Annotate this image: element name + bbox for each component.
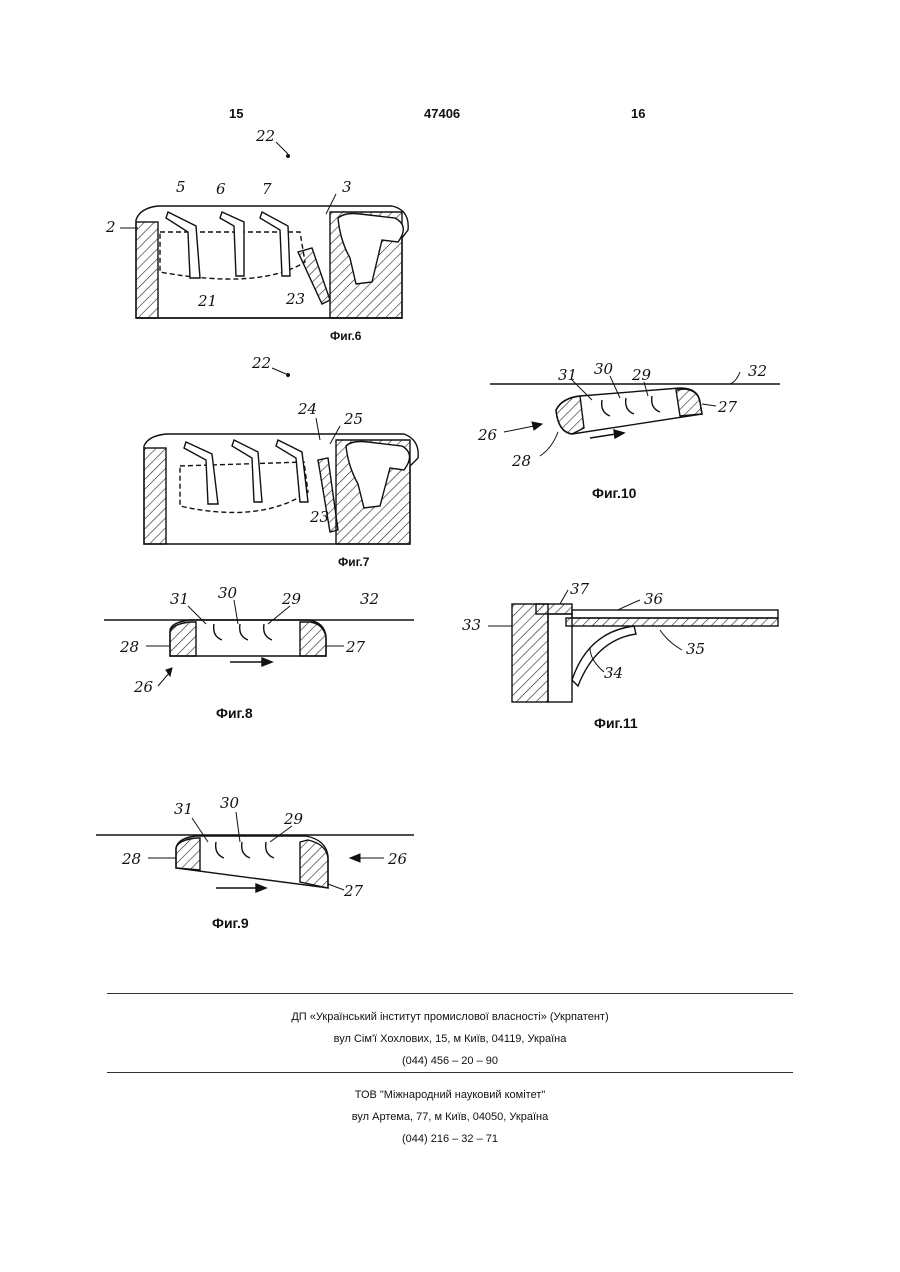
figure-8-labels: 31 30 29 32 28 27 26 Фиг.8 [119,584,379,721]
fig6-label-7: 7 [262,180,272,198]
fig10-label-26: 26 [477,426,498,444]
figure-9-labels: 31 30 29 28 26 27 Фиг.9 [121,794,408,931]
fig9-label-29: 29 [283,810,304,828]
footer-rule-top [107,993,793,994]
figure-8 [104,620,414,666]
fig7-label-22: 22 [251,354,271,372]
fig8-label-31: 31 [170,590,189,608]
footer-block-1: ДП «Український інститут промислової вла… [0,1006,900,1072]
fig11-label-35: 35 [686,640,705,658]
figure-7 [144,434,418,544]
fig9-label-27: 27 [343,882,364,900]
fig10-label-31: 31 [558,366,577,384]
fig8-label-30: 30 [218,584,238,602]
figure-10-labels: 31 30 29 32 27 26 28 Фиг.10 [477,360,767,501]
footer-address-1: вул Сім'ї Хохлових, 15, м Київ, 04119, У… [0,1028,900,1050]
fig6-label-23: 23 [285,290,305,308]
fig8-label-26: 26 [133,678,154,696]
fig8-label-28: 28 [119,638,139,656]
footer-rule-middle [107,1072,793,1073]
fig6-label-3: 3 [342,178,352,196]
fig6-label-21: 21 [197,292,217,310]
fig7-label-25: 25 [343,410,363,428]
fig9-label-26: 26 [387,850,408,868]
fig9-label-28: 28 [121,850,141,868]
fig7-caption: Фиг.7 [338,555,370,569]
fig10-label-27: 27 [717,398,738,416]
footer-block-2: ТОВ "Міжнародний науковий комітет" вул А… [0,1084,900,1150]
fig9-label-30: 30 [220,794,240,812]
figure-9 [96,835,414,892]
fig10-label-28: 28 [511,452,531,470]
fig11-label-36: 36 [644,590,664,608]
fig6-caption: Фиг.6 [330,329,362,343]
footer-phone-1: (044) 456 – 20 – 90 [0,1050,900,1072]
fig10-caption: Фиг.10 [592,485,637,501]
fig6-label-22: 22 [255,127,275,145]
fig10-label-30: 30 [594,360,614,378]
fig11-caption: Фиг.11 [594,715,638,731]
fig8-label-27: 27 [345,638,366,656]
figure-11 [512,604,778,702]
footer-org-1: ДП «Український інститут промислової вла… [0,1006,900,1028]
fig9-caption: Фиг.9 [212,915,249,931]
patent-drawings: 22 5 6 7 3 2 21 23 Фиг.6 22 24 25 23 Фиг… [0,0,900,960]
fig10-label-29: 29 [631,366,652,384]
fig9-label-31: 31 [174,800,193,818]
fig8-label-32: 32 [360,590,379,608]
fig8-caption: Фиг.8 [216,705,253,721]
fig7-label-23: 23 [309,508,329,526]
fig11-label-33: 33 [462,616,481,634]
fig6-label-6: 6 [216,180,226,198]
figure-6 [136,206,408,318]
footer-address-2: вул Артема, 77, м Київ, 04050, Україна [0,1106,900,1128]
fig8-label-29: 29 [281,590,302,608]
fig10-label-32: 32 [748,362,767,380]
fig6-label-5: 5 [176,178,186,196]
fig11-label-37: 37 [570,580,590,598]
fig6-label-2: 2 [105,218,116,236]
fig7-label-24: 24 [297,400,317,418]
fig11-label-34: 34 [604,664,623,682]
footer-phone-2: (044) 216 – 32 – 71 [0,1128,900,1150]
footer-org-2: ТОВ "Міжнародний науковий комітет" [0,1084,900,1106]
